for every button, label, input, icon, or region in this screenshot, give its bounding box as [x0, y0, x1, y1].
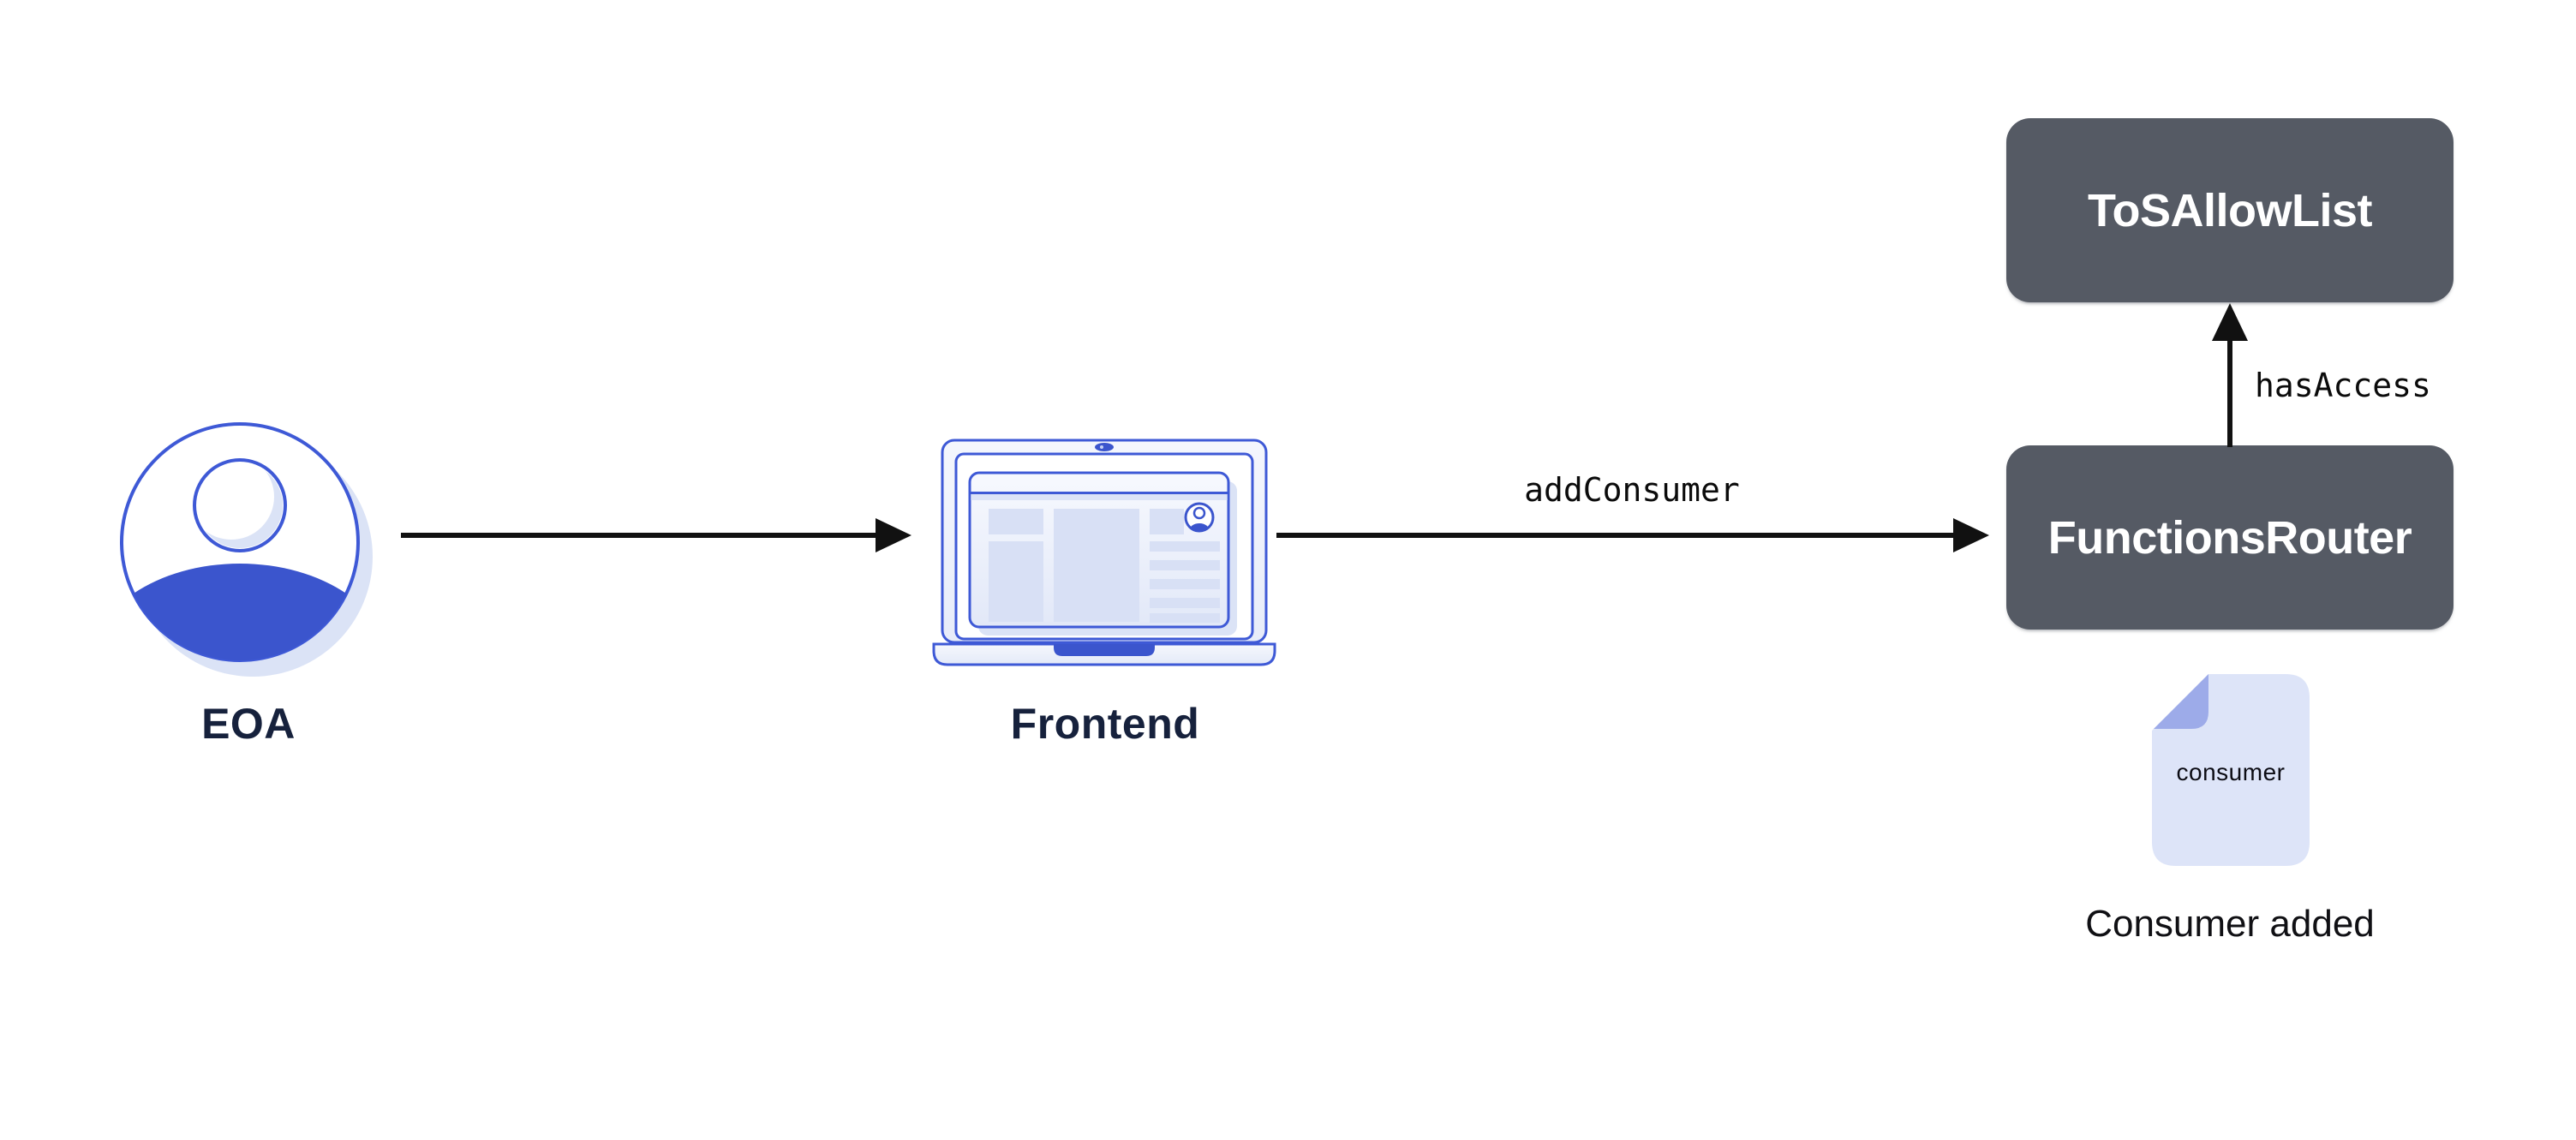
functions-router-label: FunctionsRouter [2047, 511, 2412, 564]
arrow-eoa-to-frontend [401, 518, 911, 552]
consumer-added-caption: Consumer added [2085, 903, 2375, 945]
edge-label-has-access: hasAccess [2255, 367, 2431, 404]
node-functions-router: FunctionsRouter [2006, 445, 2453, 630]
node-tos-allow-list: ToSAllowList [2006, 118, 2453, 302]
document-icon [2152, 674, 2310, 866]
edge-label-add-consumer: addConsumer [1524, 471, 1740, 509]
frontend-node-label: Frontend [1010, 700, 1200, 748]
arrow-functions-router-to-tos-allow-list [2212, 303, 2248, 447]
document-file-label: consumer [2176, 759, 2286, 785]
webcam-dot [1095, 443, 1114, 451]
laptop-icon [932, 439, 1276, 666]
user-avatar-icon [120, 422, 373, 677]
browser-wireframe-panels [989, 509, 1220, 623]
arrow-frontend-to-functions-router [1276, 518, 1989, 552]
eoa-node-label: EOA [201, 700, 296, 748]
browser-user-avatar-icon [1184, 502, 1215, 533]
tos-allow-list-label: ToSAllowList [2088, 184, 2372, 236]
